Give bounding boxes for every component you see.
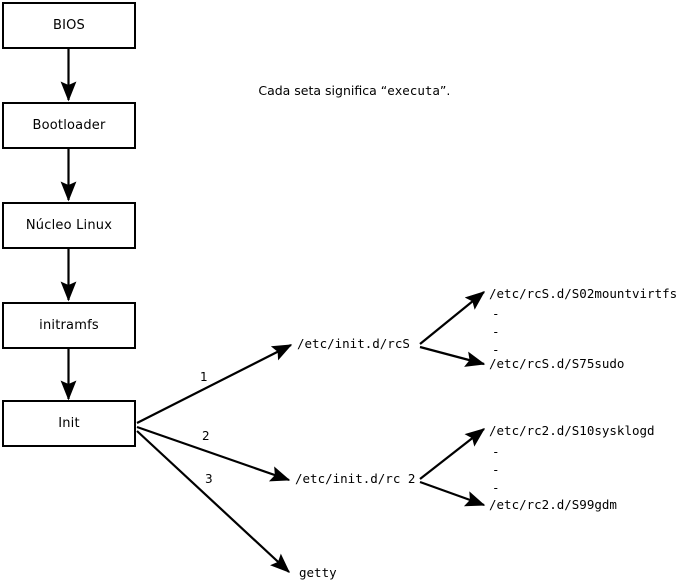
branch-number-2: 2 <box>202 429 210 443</box>
script-rc2-first[interactable]: /etc/rc2.d/S10sysklogd <box>489 423 655 438</box>
caption-mono-word: executa <box>387 83 440 98</box>
script-rc2-ellipsis-2: - <box>492 462 500 477</box>
branch-number-1: 1 <box>200 370 208 384</box>
node-getty[interactable]: getty <box>299 565 337 580</box>
arrow-init-to-rc2 <box>136 425 291 482</box>
script-rcs-last[interactable]: /etc/rcS.d/S75sudo <box>489 356 625 371</box>
arrow-rc2-to-last-script <box>419 480 486 507</box>
caption: Cada seta significa “executa”. <box>238 66 450 114</box>
node-init-label: Init <box>58 416 80 431</box>
branch-number-3: 3 <box>205 472 213 486</box>
script-rc2-ellipsis-3: - <box>492 480 500 495</box>
script-rcs-ellipsis-3: - <box>492 342 500 357</box>
arrow-init-to-getty <box>136 430 290 573</box>
node-init[interactable]: Init <box>2 400 136 447</box>
arrow-init-to-rcs <box>136 344 293 424</box>
node-kernel[interactable]: Núcleo Linux <box>2 202 136 249</box>
script-rc2-ellipsis-1: - <box>492 444 500 459</box>
caption-prefix: Cada seta significa “ <box>258 83 388 98</box>
arrow-rcs-to-first-script <box>419 291 486 345</box>
script-rcs-first[interactable]: /etc/rcS.d/S02mountvirtfs <box>489 286 678 301</box>
caption-suffix: ”. <box>439 83 451 98</box>
node-kernel-label: Núcleo Linux <box>25 218 113 233</box>
node-bootloader-label: Bootloader <box>32 118 106 133</box>
node-bios[interactable]: BIOS <box>2 2 136 49</box>
node-etc-init-d-rcs[interactable]: /etc/init.d/rcS <box>297 336 410 351</box>
node-etc-init-d-rc2[interactable]: /etc/init.d/rc 2 <box>295 471 416 486</box>
arrow-rc2-to-first-script <box>419 428 486 480</box>
arrow-rcs-to-last-script <box>419 345 486 367</box>
node-initramfs[interactable]: initramfs <box>2 302 136 349</box>
script-rcs-ellipsis-1: - <box>492 306 500 321</box>
node-bootloader[interactable]: Bootloader <box>2 102 136 149</box>
node-bios-label: BIOS <box>52 18 86 33</box>
script-rc2-last[interactable]: /etc/rc2.d/S99gdm <box>489 497 617 512</box>
node-initramfs-label: initramfs <box>39 318 99 333</box>
script-rcs-ellipsis-2: - <box>492 324 500 339</box>
